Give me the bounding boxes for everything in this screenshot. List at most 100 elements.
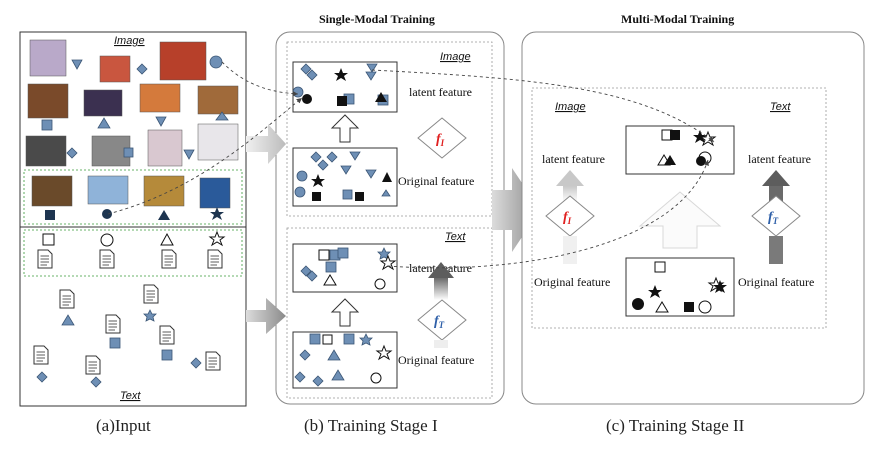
star-icon bbox=[210, 207, 224, 220]
document-icon bbox=[161, 249, 177, 269]
diamond-icon bbox=[306, 270, 318, 282]
input-text-label: Text bbox=[120, 390, 141, 402]
square-icon bbox=[684, 302, 694, 312]
diamond-icon bbox=[136, 63, 148, 75]
text-latent-arrowhead bbox=[762, 170, 790, 186]
text-to-stage1-arrow bbox=[246, 298, 286, 334]
triangle-icon bbox=[323, 274, 337, 286]
circle-icon bbox=[296, 170, 308, 182]
triangle-icon bbox=[97, 117, 111, 129]
triangle-icon bbox=[655, 301, 669, 313]
square-icon bbox=[325, 261, 337, 273]
encode-arrow bbox=[330, 114, 360, 143]
stage1-panel: Image Text bbox=[275, 31, 505, 405]
f-image-symbol: fI bbox=[563, 210, 572, 226]
diamond-icon bbox=[294, 371, 306, 383]
triangle-icon bbox=[365, 71, 377, 81]
stage2-block bbox=[531, 87, 827, 329]
image-to-stage1-arrow bbox=[246, 124, 286, 164]
stage2-text-label: Text bbox=[770, 101, 791, 113]
stage1-image-latent-label: latent feature bbox=[409, 85, 472, 99]
photo-thumbnail-icon bbox=[31, 175, 73, 207]
star-icon bbox=[377, 247, 391, 260]
paired-text-group bbox=[23, 229, 243, 277]
document-icon bbox=[59, 289, 75, 309]
triangle-icon bbox=[61, 314, 75, 326]
stage2-original-left-label: Original feature bbox=[534, 275, 610, 289]
photo-thumbnail-icon bbox=[199, 177, 231, 209]
circle-icon bbox=[698, 300, 712, 314]
square-icon bbox=[337, 247, 349, 259]
star-icon bbox=[311, 174, 325, 187]
star-icon bbox=[648, 285, 662, 298]
star-icon bbox=[375, 344, 393, 361]
document-icon bbox=[105, 314, 121, 334]
stage1-text-block bbox=[286, 227, 493, 399]
square-icon bbox=[42, 233, 55, 246]
star-icon bbox=[334, 68, 348, 81]
photo-thumbnail-icon bbox=[139, 83, 181, 113]
caption-input: (a)Input bbox=[96, 416, 151, 435]
circle-icon bbox=[370, 372, 382, 384]
square-icon bbox=[161, 349, 173, 361]
diamond-icon bbox=[326, 151, 338, 163]
document-icon bbox=[37, 249, 53, 269]
circle-icon bbox=[294, 186, 306, 198]
stage2-original-right-label: Original feature bbox=[738, 275, 814, 289]
photo-thumbnail-icon bbox=[147, 129, 183, 167]
text-original-arrow bbox=[434, 340, 448, 348]
text-latent-arrowhead bbox=[428, 262, 454, 278]
diamond-icon bbox=[66, 147, 78, 159]
triangle-icon bbox=[71, 59, 83, 70]
photo-thumbnail-icon bbox=[25, 135, 67, 167]
star-icon bbox=[359, 333, 373, 346]
triangle-icon bbox=[155, 116, 167, 127]
square-icon bbox=[355, 192, 364, 201]
triangle-icon bbox=[349, 151, 361, 161]
diamond-icon bbox=[90, 376, 102, 388]
input-panel: Image Text bbox=[19, 31, 247, 407]
triangle-icon bbox=[183, 149, 195, 160]
latent-to-shared-line bbox=[371, 69, 715, 143]
single-modal-title: Single-Modal Training bbox=[319, 12, 435, 26]
diamond-icon bbox=[36, 371, 48, 383]
photo-thumbnail-icon bbox=[99, 55, 131, 83]
photo-thumbnail-icon bbox=[143, 175, 185, 207]
triangle-icon bbox=[375, 92, 387, 102]
text-latent-arrow bbox=[769, 186, 783, 202]
input-image-label: Image bbox=[114, 35, 145, 47]
f-text-symbol: fT bbox=[434, 314, 445, 330]
photo-thumbnail-icon bbox=[197, 85, 239, 115]
joint-encode-arrow bbox=[638, 191, 722, 249]
stage1-text-label: Text bbox=[445, 231, 466, 243]
photo-thumbnails bbox=[25, 39, 239, 209]
image-latent-arrowhead bbox=[556, 170, 584, 186]
text-latent-arrow bbox=[434, 276, 448, 300]
stage1-image-block bbox=[286, 41, 493, 217]
square-icon bbox=[109, 337, 121, 349]
triangle-icon bbox=[381, 189, 391, 197]
image-shape-tags bbox=[41, 55, 229, 160]
photo-thumbnail-icon bbox=[83, 89, 123, 117]
document-icon bbox=[143, 284, 159, 304]
diamond-icon bbox=[310, 151, 322, 163]
diamond-icon bbox=[190, 357, 202, 369]
f-image-symbol: fI bbox=[436, 132, 445, 148]
stage2-latent-right-label: latent feature bbox=[748, 152, 811, 166]
triangle-icon bbox=[382, 172, 392, 182]
document-icon bbox=[85, 355, 101, 375]
star-icon bbox=[208, 230, 226, 247]
circle-icon bbox=[696, 156, 706, 166]
diamond-icon bbox=[317, 159, 329, 171]
diamond-icon bbox=[306, 69, 318, 81]
document-icon bbox=[99, 249, 115, 269]
text-original-arrow bbox=[769, 236, 783, 264]
square-icon bbox=[123, 147, 134, 158]
photo-thumbnail-icon bbox=[197, 123, 239, 161]
triangle-icon bbox=[366, 63, 378, 73]
document-icon bbox=[205, 351, 221, 371]
circle-icon bbox=[632, 298, 644, 310]
square-icon bbox=[309, 333, 321, 345]
diamond-icon bbox=[300, 63, 312, 75]
square-icon bbox=[322, 334, 333, 345]
